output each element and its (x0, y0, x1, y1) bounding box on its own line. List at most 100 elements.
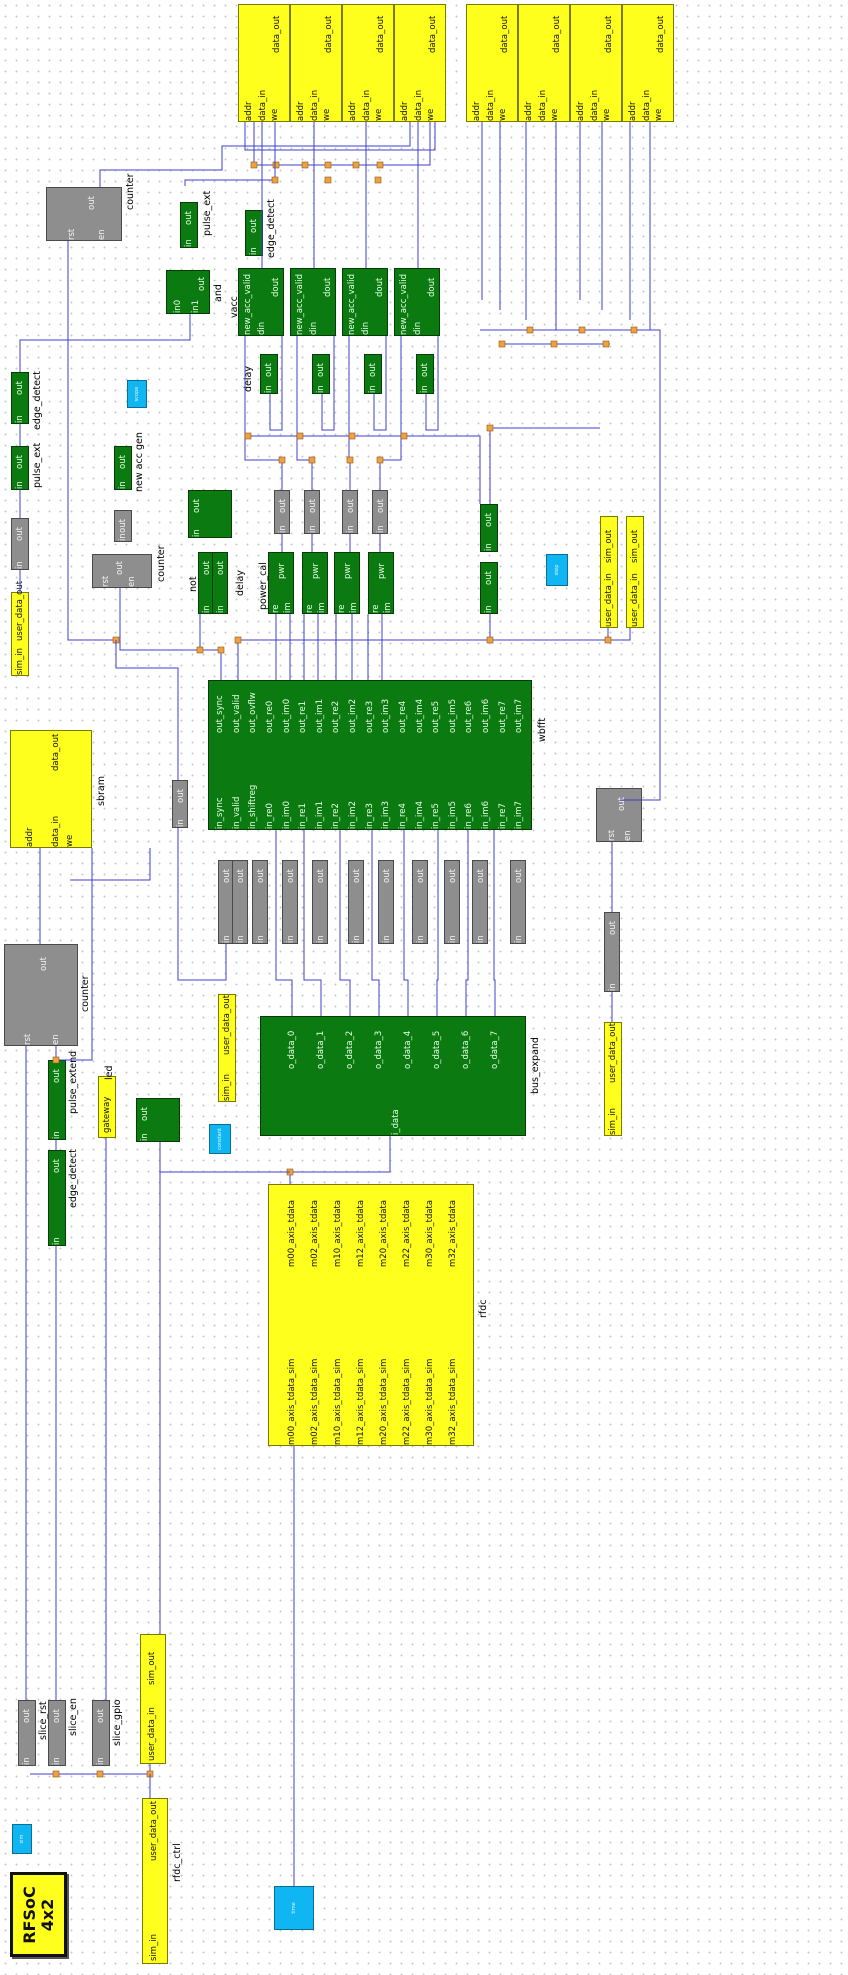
wire-junction (234, 636, 242, 644)
new-acc-bus (248, 435, 481, 504)
sync-to-gray-mid (115, 640, 179, 780)
gray-to-vacc (244, 336, 283, 490)
bus-expand-to-wbfft (339, 830, 351, 1016)
wire-junction (52, 1770, 60, 1778)
wire-junction (52, 1056, 60, 1064)
bram-we (253, 122, 431, 166)
rfsoc-logo: RFSoC 4x2 (10, 1872, 67, 1957)
delay-to-vacc (321, 336, 335, 431)
wire-junction (578, 326, 586, 334)
wire-junction (346, 456, 354, 464)
wire-junction (244, 432, 252, 440)
constant-block[interactable]: constant (209, 1124, 231, 1154)
sim-block[interactable]: sim (12, 1824, 32, 1854)
step-right[interactable]: step (546, 554, 568, 586)
gray-to-vacc (348, 336, 351, 490)
wire-junction (271, 176, 279, 184)
wire-junction (376, 161, 384, 169)
wire-junction (352, 161, 360, 169)
time-block[interactable]: time (274, 1886, 314, 1930)
pulse-to-sbram-we (55, 848, 93, 1061)
wire-junction (374, 176, 382, 184)
bus-expand-to-wbfft (403, 830, 409, 1016)
led-gateway[interactable]: gateway (98, 1076, 116, 1138)
scope-top[interactable]: scope (127, 380, 147, 408)
bus-expand-to-wbfft (465, 830, 469, 1016)
delay-to-vacc (425, 336, 439, 431)
rfdc-to-bus-expand (289, 1136, 391, 1184)
right-bram-bus (480, 329, 661, 801)
counter-top-to-bram (99, 122, 411, 187)
wire-junction (324, 161, 332, 169)
